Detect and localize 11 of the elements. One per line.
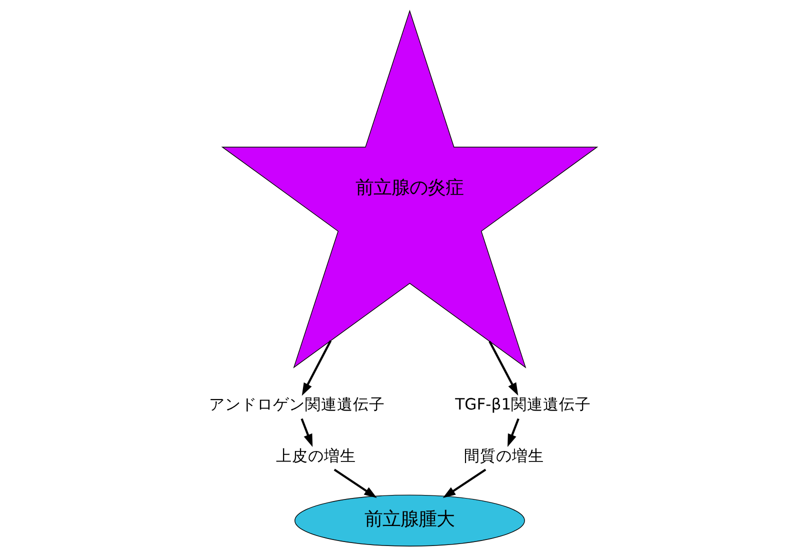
arrow	[333, 468, 376, 498]
node-text: アンドロゲン関連遺伝子	[208, 396, 384, 414]
node-text: 上皮の増生	[276, 446, 356, 465]
arrow	[488, 340, 518, 396]
arrow	[301, 340, 332, 396]
node-text: 間質の増生	[464, 446, 544, 465]
arrow	[507, 418, 519, 447]
node-ellipse: 前立腺腫大	[294, 494, 524, 546]
node-text: TGF-β1関連遺伝子	[454, 396, 591, 414]
arrow	[300, 418, 312, 447]
arrow	[442, 468, 486, 498]
